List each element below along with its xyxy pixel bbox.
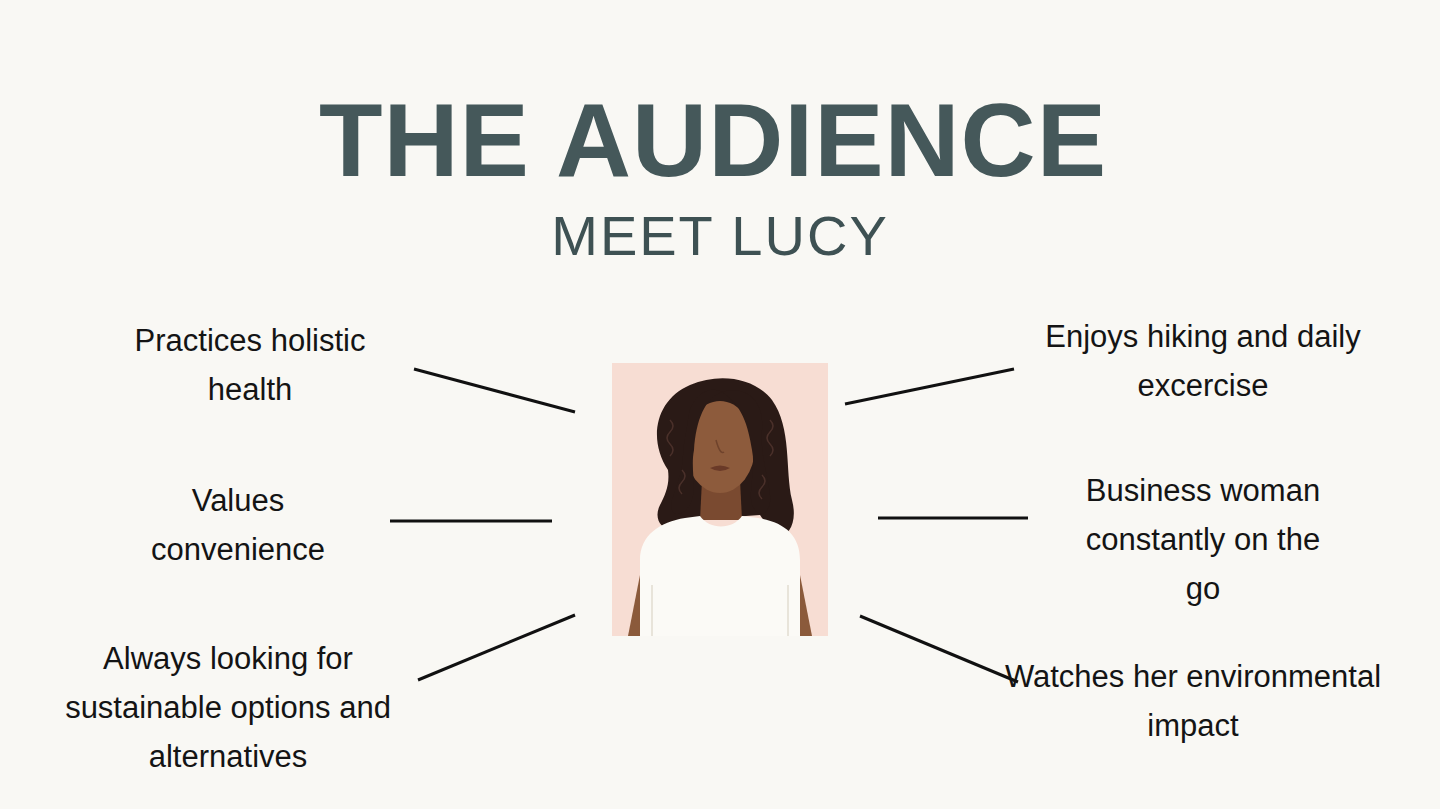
- portrait: [612, 363, 828, 636]
- trait-label: Business woman constantly on the go: [1068, 466, 1338, 613]
- trait-label: Always looking for sustainable options a…: [58, 634, 398, 781]
- trait-label: Practices holistic health: [100, 316, 400, 414]
- subtitle: MEET LUCY: [551, 208, 888, 264]
- trait-label: Watches her environmental impact: [1003, 652, 1383, 750]
- leader-lines: [390, 369, 1028, 682]
- trait-label: Enjoys hiking and daily excercise: [1043, 312, 1363, 410]
- trait-label: Values convenience: [123, 476, 353, 574]
- title-heading: THE AUDIENCE: [319, 88, 1107, 192]
